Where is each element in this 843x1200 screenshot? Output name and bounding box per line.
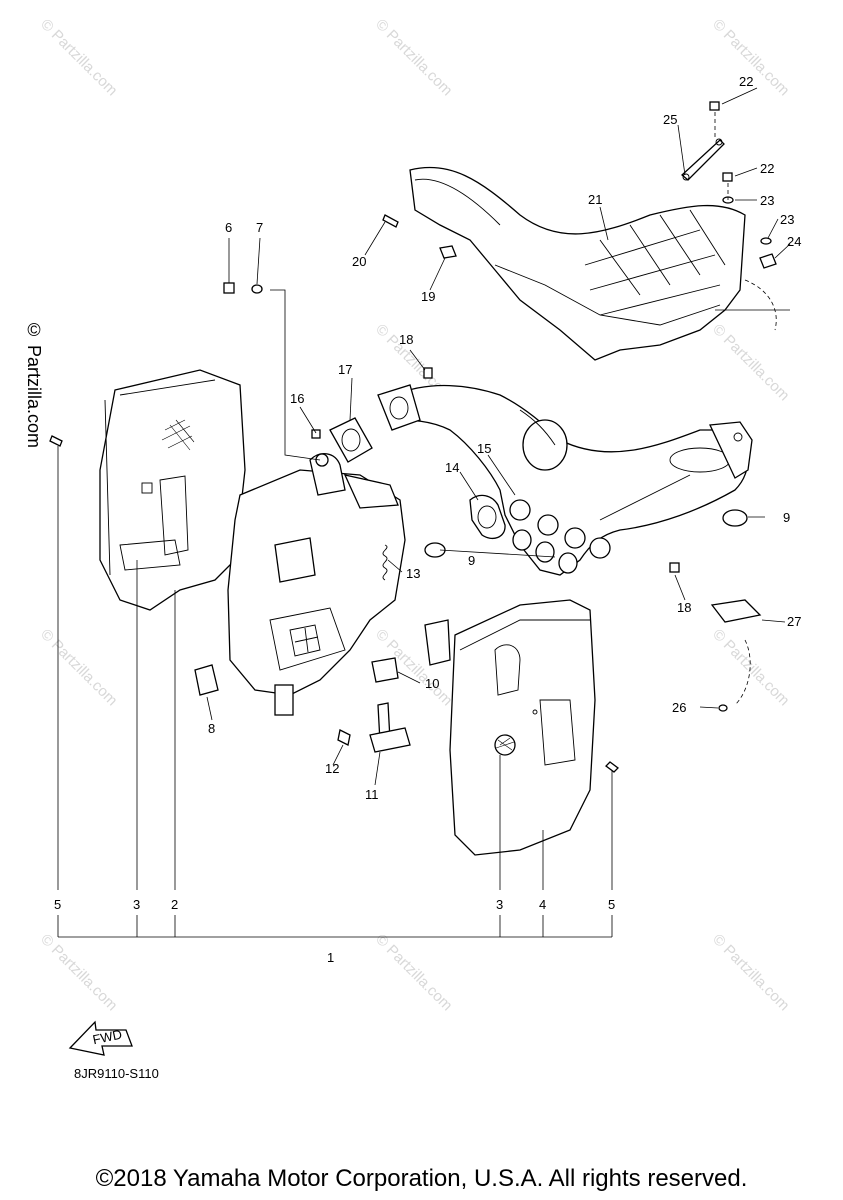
watermark-text: © Partzilla.com <box>372 16 455 99</box>
gasket-14 <box>469 494 578 574</box>
small-hardware <box>49 282 762 773</box>
watermark-text: © Partzilla.com <box>37 931 120 1014</box>
fwd-label: FWD <box>91 1026 123 1047</box>
callout-3-right: 3 <box>496 897 503 912</box>
callout-3-left: 3 <box>133 897 140 912</box>
muffler-body <box>227 453 406 716</box>
callout-13: 13 <box>406 566 420 581</box>
diagram-code: 8JR9110-S110 <box>74 1066 159 1081</box>
callout-7: 7 <box>256 220 263 235</box>
side-watermark: © Partzilla.com <box>24 320 44 449</box>
muffler-cover-right <box>449 599 596 856</box>
callout-22-mid: 22 <box>760 161 774 176</box>
fwd-arrow-icon: FWD <box>68 1020 133 1056</box>
callout-labels: 1 2 3 3 4 5 5 6 7 8 9 9 10 11 12 13 14 1… <box>54 74 801 965</box>
callout-2: 2 <box>171 897 178 912</box>
watermark-text: © Partzilla.com <box>372 931 455 1014</box>
callout-10: 10 <box>425 676 439 691</box>
watermark-text: © Partzilla.com <box>709 626 792 709</box>
callout-9-mid: 9 <box>468 553 475 568</box>
callout-5-left: 5 <box>54 897 61 912</box>
callout-24: 24 <box>787 234 801 249</box>
callout-14: 14 <box>445 460 459 475</box>
heat-shield-upper <box>409 166 790 361</box>
callout-27: 27 <box>787 614 801 629</box>
callout-20: 20 <box>352 254 366 269</box>
callout-18-right: 18 <box>677 600 691 615</box>
callout-1: 1 <box>327 950 334 965</box>
muffler-cover-left <box>99 369 246 611</box>
watermark-text: © Partzilla.com <box>709 321 792 404</box>
callout-22-top: 22 <box>739 74 753 89</box>
gasket-17 <box>311 367 433 463</box>
callout-18-top: 18 <box>399 332 413 347</box>
callout-19: 19 <box>421 289 435 304</box>
watermark-text: © Partzilla.com <box>709 931 792 1014</box>
callout-5-right: 5 <box>608 897 615 912</box>
watermark-text: © Partzilla.com <box>37 626 120 709</box>
callout-4: 4 <box>539 897 546 912</box>
callout-6: 6 <box>225 220 232 235</box>
callout-9-right: 9 <box>783 510 790 525</box>
callout-21: 21 <box>588 192 602 207</box>
bracket-25 <box>681 138 725 181</box>
exhaust-manifold <box>394 384 753 576</box>
callout-25: 25 <box>663 112 677 127</box>
leader-lines <box>57 87 791 938</box>
callout-15: 15 <box>477 441 491 456</box>
callout-8: 8 <box>208 721 215 736</box>
callout-16: 16 <box>290 391 304 406</box>
callout-26: 26 <box>672 700 686 715</box>
callout-11: 11 <box>365 787 379 802</box>
small-fasteners-top <box>382 101 777 269</box>
callout-17: 17 <box>338 362 352 377</box>
callout-12: 12 <box>325 761 339 776</box>
callout-23-mid: 23 <box>780 212 794 227</box>
copyright-notice: ©2018 Yamaha Motor Corporation, U.S.A. A… <box>95 1165 748 1192</box>
callout-23-top: 23 <box>760 193 774 208</box>
watermark-text: © Partzilla.com <box>37 16 120 99</box>
